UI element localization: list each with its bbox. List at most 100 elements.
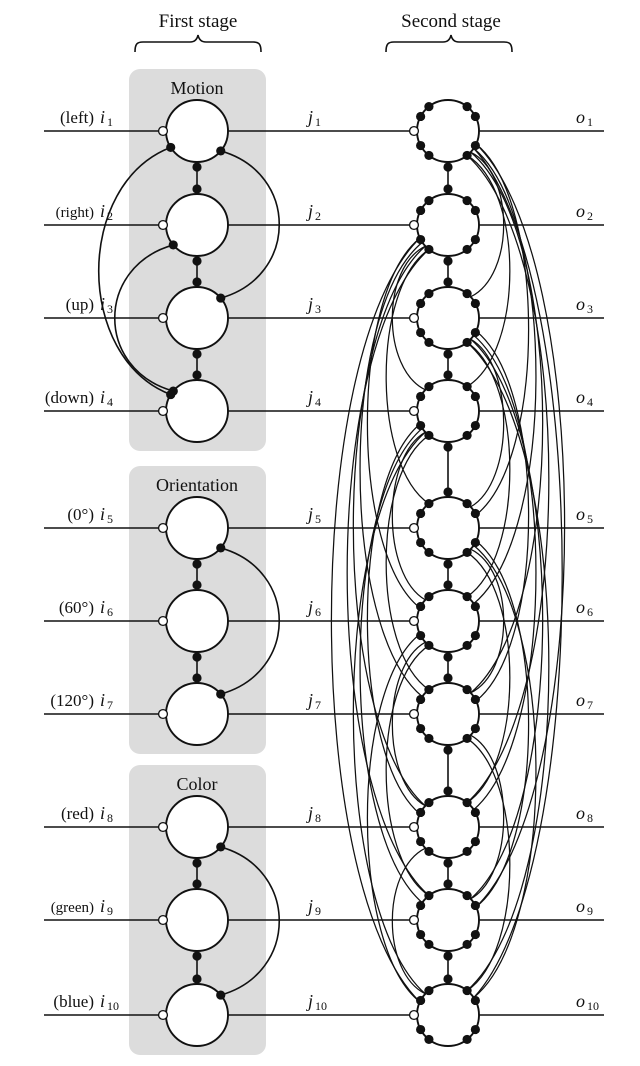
synapse-s2-10-0	[470, 1024, 480, 1035]
stage-header-first: First stage	[134, 11, 262, 53]
mid-synapse-7	[408, 708, 420, 720]
signal-lines	[44, 130, 604, 1016]
stage2-arc-4-9	[473, 544, 537, 999]
synapse-s2-5-6	[424, 498, 434, 509]
synapse-s2-8-0	[470, 836, 480, 847]
stage2-arc-3-7	[366, 423, 421, 815]
stage2-arc-2-6	[475, 330, 530, 702]
input-synapse-5	[157, 522, 169, 534]
synapse-s2-7-3	[416, 723, 426, 734]
input-label-3: (up)	[66, 295, 94, 314]
synapse-s2-8-1	[462, 846, 472, 857]
input-label-4: (down)	[45, 388, 94, 407]
stage2-arc-6-9	[466, 737, 511, 992]
synapse-s2-8-4	[470, 807, 480, 818]
synapse-s2-8-up	[443, 879, 453, 889]
stage1-node-6	[165, 589, 229, 653]
synapse-s2-9-1	[462, 939, 472, 950]
input-synapse-10	[157, 1009, 169, 1021]
input-label-8: (red)	[61, 804, 94, 823]
synapse-s2-10-4	[470, 995, 480, 1006]
input-label-1: (left)	[60, 108, 94, 127]
synapse-s2-1-down	[443, 256, 453, 266]
input-label-10: (blue)	[53, 992, 94, 1011]
synapse-s1-9-up	[192, 974, 202, 984]
synapse-s2-6-2	[424, 640, 434, 651]
synapse-s2-5-0	[470, 537, 480, 548]
synapse-s2-1-2	[424, 150, 434, 161]
stage2-arc-2-5	[466, 341, 511, 598]
synapse-s2-9-7	[416, 900, 426, 911]
synapse-s2-4-7	[416, 391, 426, 402]
input-synapse-9	[157, 914, 169, 926]
stage2-arc-1-7	[352, 245, 426, 807]
synapse-s1-0-skip	[216, 146, 226, 156]
synapse-s2-5-7	[416, 508, 426, 519]
synapse-s2-2-6	[424, 195, 434, 206]
synapse-s1-6-skip	[216, 689, 226, 699]
synapse-s2-5-1	[462, 547, 472, 558]
stage-header-second: Second stage	[385, 11, 513, 53]
synapse-s2-2-4	[470, 205, 480, 216]
synapse-s2-9-0	[470, 929, 480, 940]
stage2-arc-3-5	[391, 431, 426, 601]
stage1-arc-7-9	[220, 846, 280, 996]
stage2-arc-2-4	[470, 338, 505, 508]
synapse-s2-10-6	[424, 985, 434, 996]
stage1-arc-4-6	[220, 547, 280, 695]
synapse-s2-3-down	[443, 442, 453, 452]
second-stage-brace	[385, 34, 513, 53]
synapse-s2-3-3	[416, 327, 426, 338]
synapse-s2-8-6	[424, 797, 434, 808]
synapses	[157, 101, 480, 1045]
stage2-arc-4-6	[470, 548, 505, 694]
synapse-s2-10-1	[462, 1034, 472, 1045]
synapse-s2-7-5	[462, 684, 472, 695]
synapse-s2-2-2	[424, 244, 434, 255]
synapse-s2-6-3	[416, 630, 426, 641]
input-label-7: (120°)	[50, 691, 94, 710]
synapse-s1-1-down	[192, 256, 202, 266]
stage2-arc-5-9	[366, 633, 421, 1003]
synapse-s1-0-outer	[166, 142, 176, 153]
input-label-5: (0°)	[67, 505, 94, 524]
synapse-s2-4-4	[470, 391, 480, 402]
synapse-s2-2-down	[443, 349, 453, 359]
synapse-s2-2-up	[443, 277, 453, 287]
synapse-s2-7-6	[424, 684, 434, 695]
synapse-s2-8-5	[462, 797, 472, 808]
synapse-s2-1-up	[443, 184, 453, 194]
input-label-9: (green)	[51, 900, 94, 916]
synapse-s2-9-2	[424, 939, 434, 950]
stage2-arc-3-9	[352, 431, 426, 995]
synapse-s1-8-up	[192, 879, 202, 889]
stage2-arc-1-9	[330, 237, 421, 1003]
synapse-s2-10-2	[424, 1034, 434, 1045]
synapse-s2-2-1	[462, 244, 472, 255]
synapse-s2-5-2	[424, 547, 434, 558]
synapse-s2-7-1	[462, 733, 472, 744]
synapse-s2-3-6	[424, 288, 434, 299]
input-label-6: (60°)	[59, 598, 94, 617]
synapse-s2-6-6	[424, 591, 434, 602]
synapse-s2-4-2	[424, 430, 434, 441]
synapse-s1-7-down	[192, 858, 202, 868]
synapse-s2-6-up	[443, 673, 453, 683]
synapse-s1-2-down	[192, 349, 202, 359]
synapse-s1-1-up	[192, 184, 202, 194]
synapse-s2-6-4	[470, 601, 480, 612]
synapse-s2-6-5	[462, 591, 472, 602]
mid-synapse-9	[408, 914, 420, 926]
stage2-arc-2-7	[473, 334, 537, 811]
synapse-s2-3-5	[462, 288, 472, 299]
